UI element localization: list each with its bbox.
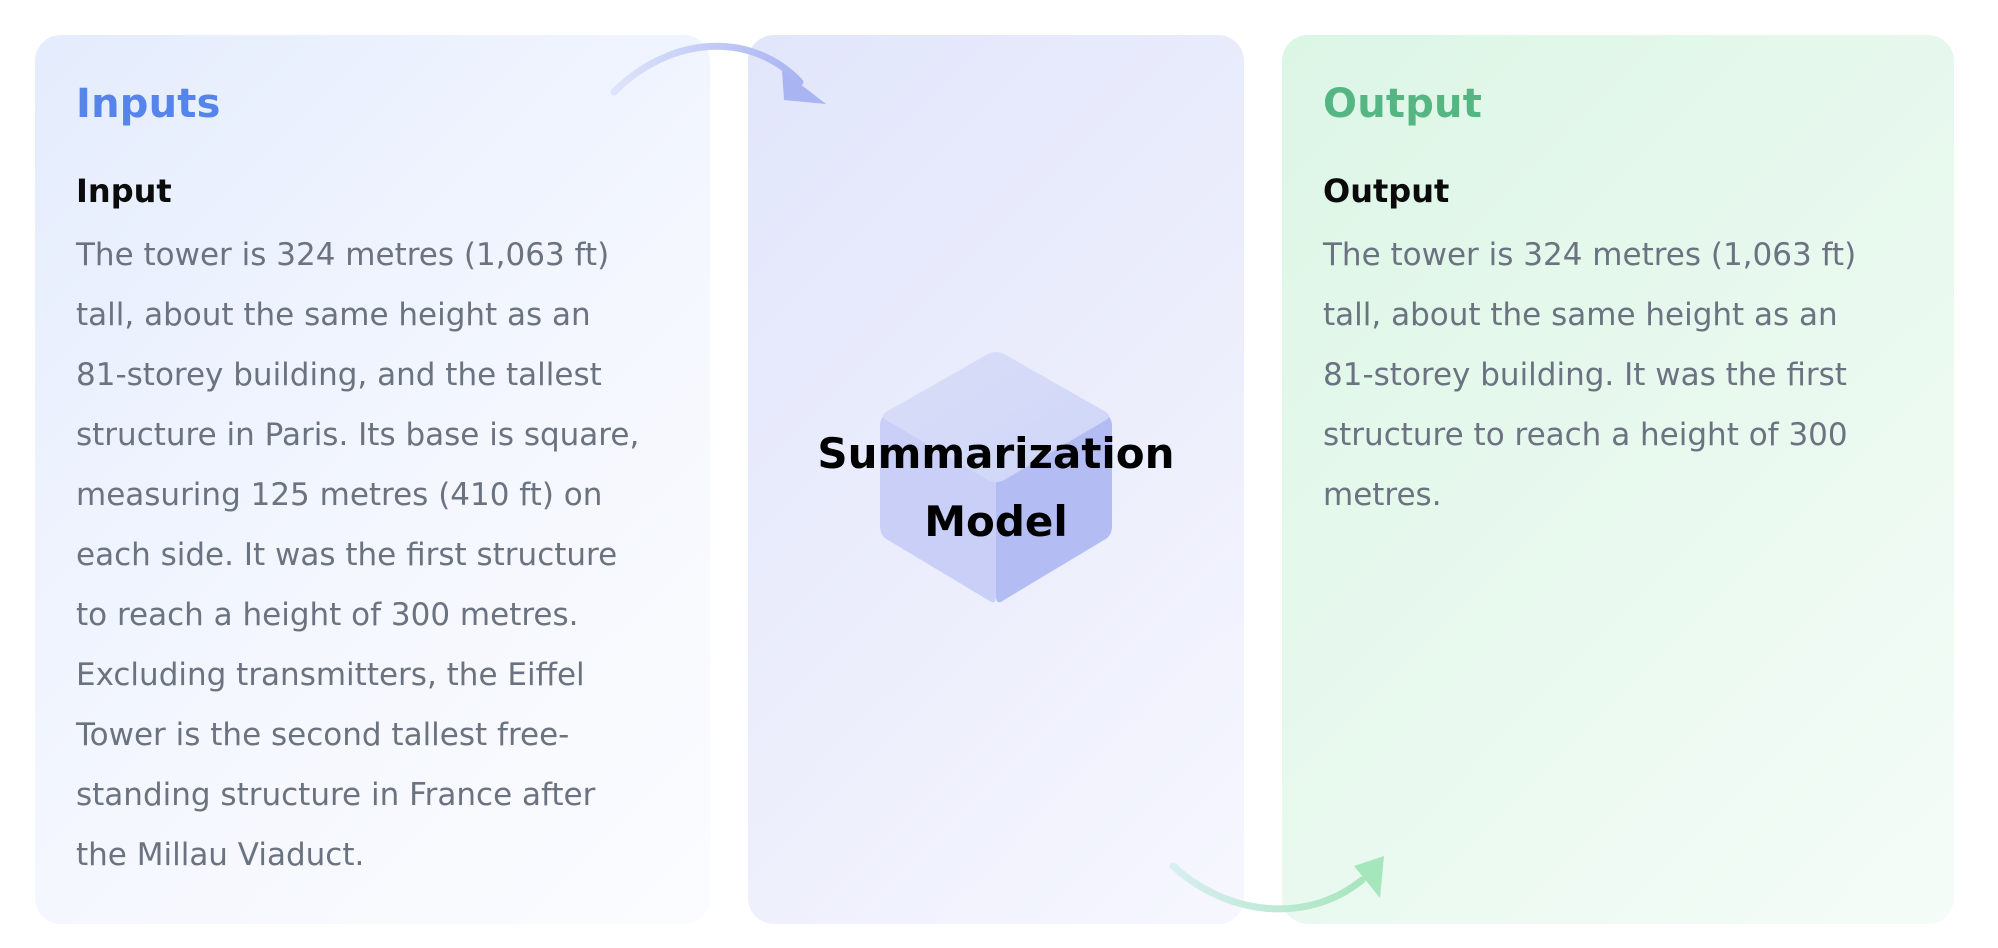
input-text-line: measuring 125 metres (410 ft) on — [76, 477, 603, 513]
output-panel: Output Output The tower is 324 metres (1… — [1282, 35, 1954, 924]
input-text-line: tall, about the same height as an — [76, 297, 591, 333]
model-label-line: Model — [924, 497, 1068, 546]
output-text-line: tall, about the same height as an — [1323, 297, 1838, 333]
output-text-line: The tower is 324 metres (1,063 ft) — [1323, 237, 1857, 273]
input-text-line: Tower is the second tallest free- — [76, 717, 570, 753]
model-label: Summarization Model — [748, 420, 1244, 556]
input-section-label: Input — [76, 172, 172, 210]
cube-icon — [880, 352, 1112, 603]
output-text: The tower is 324 metres (1,063 ft) tall,… — [1323, 225, 1933, 525]
inputs-panel: Inputs Input The tower is 324 metres (1,… — [35, 35, 710, 924]
input-text-line: The tower is 324 metres (1,063 ft) — [76, 237, 610, 273]
model-label-line: Summarization — [817, 429, 1175, 478]
output-panel-title: Output — [1323, 81, 1483, 127]
input-text: The tower is 324 metres (1,063 ft) tall,… — [76, 225, 686, 885]
inputs-panel-title: Inputs — [76, 81, 221, 127]
input-text-line: structure in Paris. Its base is square, — [76, 417, 640, 453]
input-text-line: to reach a height of 300 metres. — [76, 597, 579, 633]
input-text-line: 81-storey building, and the tallest — [76, 357, 602, 393]
output-text-line: metres. — [1323, 477, 1442, 513]
output-section-label: Output — [1323, 172, 1450, 210]
input-text-line: standing structure in France after — [76, 777, 596, 813]
output-text-line: structure to reach a height of 300 — [1323, 417, 1848, 453]
output-text-line: 81-storey building. It was the first — [1323, 357, 1847, 393]
input-text-line: each side. It was the first structure — [76, 537, 618, 573]
input-text-line: Excluding transmitters, the Eiffel — [76, 657, 585, 693]
input-text-line: the Millau Viaduct. — [76, 837, 365, 873]
